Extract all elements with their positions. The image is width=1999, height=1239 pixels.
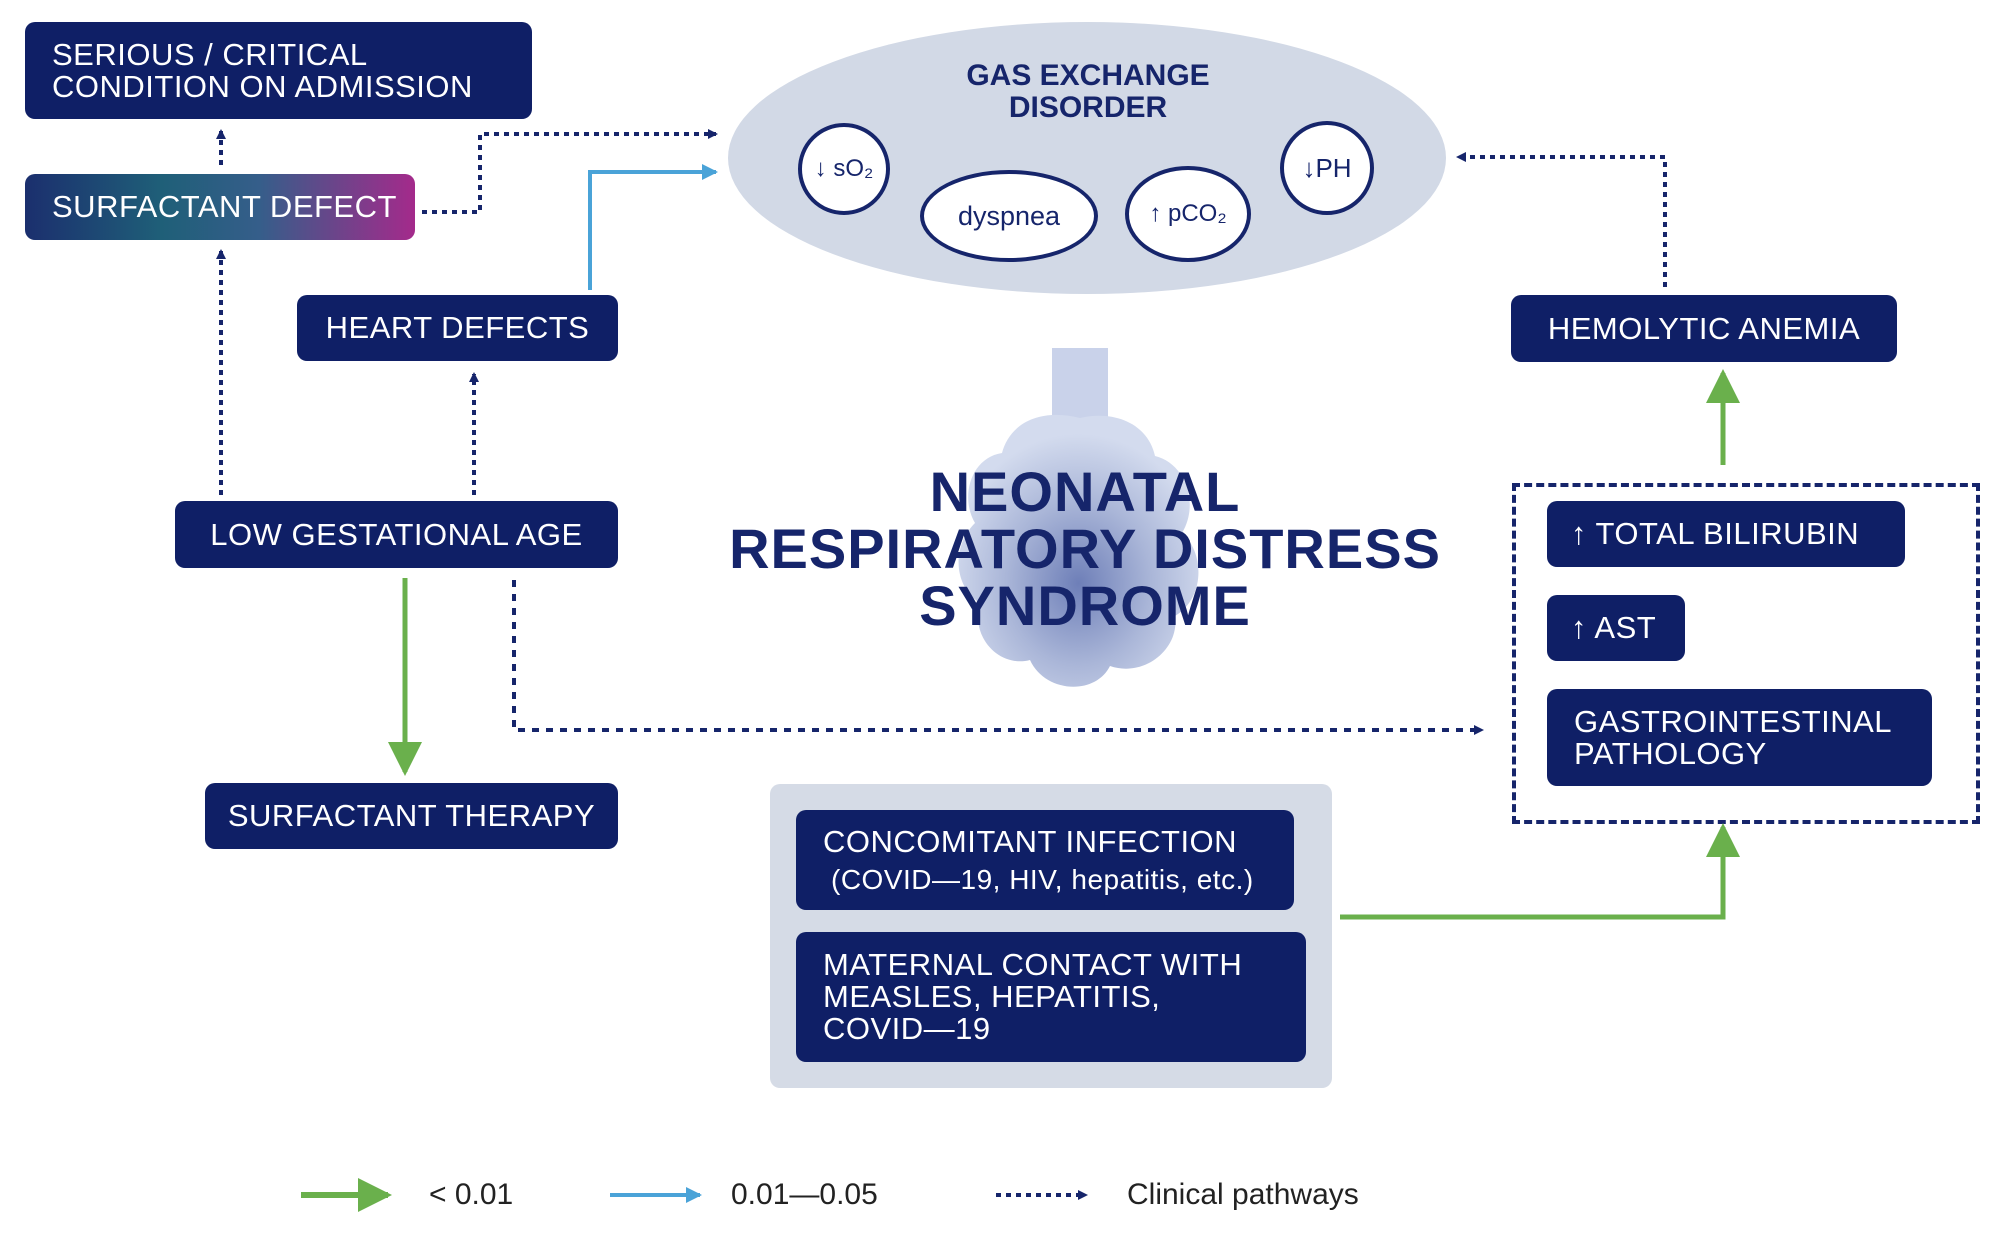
node-low-gestational-age: LOW GESTATIONAL AGE (175, 501, 618, 568)
so2-marker: ↓ sO₂ (798, 123, 890, 215)
ph-marker: ↓PH (1280, 121, 1374, 215)
legend-blue-label: 0.01—0.05 (731, 1178, 878, 1211)
node-gi-pathology-line-2: PATHOLOGY (1574, 735, 1767, 771)
node-serious-critical-line-2: CONDITION ON ADMISSION (52, 68, 473, 104)
gas-exchange-title: GAS EXCHANGE DISORDER (928, 60, 1248, 123)
dyspnea-label: dyspnea (957, 200, 1061, 231)
pco2-marker: ↑ pCO₂ (1125, 166, 1251, 262)
node-ast-label: ↑ AST (1571, 610, 1657, 646)
node-heart-defects: HEART DEFECTS (297, 295, 618, 361)
liver-markers-group (1512, 483, 1980, 824)
syndrome-title-line-2: RESPIRATORY DISTRESS (729, 517, 1441, 581)
pco2-label: ↑ pCO₂ (1149, 200, 1227, 227)
node-surfactant-defect: SURFACTANT DEFECT (25, 174, 415, 240)
arrow-lowage-to-liver (512, 580, 1484, 735)
syndrome-title-line-3: SYNDROME (919, 574, 1251, 638)
node-maternal-contact: MATERNAL CONTACT WITH MEASLES, HEPATITIS… (796, 932, 1306, 1062)
node-concomitant-infection: CONCOMITANT INFECTION (COVID—19, HIV, he… (796, 810, 1294, 910)
node-surfactant-therapy-label: SURFACTANT THERAPY (227, 798, 596, 834)
node-surfactant-therapy: SURFACTANT THERAPY (205, 783, 618, 849)
syndrome-title-line-1: NEONATAL (929, 460, 1241, 523)
dyspnea-marker: dyspnea (920, 170, 1098, 262)
arrow-infection-to-liver (1340, 823, 1740, 920)
node-concomitant-infection-line-2: (COVID—19, HIV, hepatitis, etc.) (831, 863, 1254, 895)
arrow-heart-to-gas (588, 164, 718, 290)
syndrome-title: NEONATAL RESPIRATORY DISTRESS SYNDROME (700, 463, 1470, 634)
node-hemolytic-anemia: HEMOLYTIC ANEMIA (1511, 295, 1897, 362)
lungs-icon (958, 348, 1199, 687)
node-concomitant-infection-line-1: CONCOMITANT INFECTION (823, 823, 1238, 859)
arrow-anemia-to-gas (1456, 152, 1667, 287)
arrow-surfactant-to-gas (422, 129, 718, 214)
node-serious-critical-line-1: SERIOUS / CRITICAL (52, 36, 368, 72)
node-gi-pathology: GASTROINTESTINAL PATHOLOGY (1547, 689, 1932, 786)
node-maternal-contact-line-2: MEASLES, HEPATITIS, (823, 979, 1161, 1015)
node-maternal-contact-line-1: MATERNAL CONTACT WITH (823, 947, 1243, 983)
node-ast: ↑ AST (1547, 595, 1685, 661)
gas-exchange-title-line-2: DISORDER (1008, 90, 1168, 124)
legend-dotted-label: Clinical pathways (1127, 1178, 1359, 1211)
gas-exchange-title-line-1: GAS EXCHANGE (966, 59, 1210, 92)
node-surfactant-defect-label: SURFACTANT DEFECT (52, 189, 397, 225)
node-maternal-contact-line-3: COVID—19 (823, 1010, 991, 1046)
node-low-gestational-age-label: LOW GESTATIONAL AGE (210, 516, 583, 552)
legend-green-label: < 0.01 (429, 1178, 514, 1211)
node-total-bilirubin: ↑ TOTAL BILIRUBIN (1547, 501, 1905, 567)
node-serious-critical: SERIOUS / CRITICAL CONDITION ON ADMISSIO… (25, 22, 532, 119)
node-total-bilirubin-label: ↑ TOTAL BILIRUBIN (1571, 516, 1860, 552)
node-heart-defects-label: HEART DEFECTS (325, 310, 590, 346)
node-gi-pathology-line-1: GASTROINTESTINAL (1574, 703, 1893, 739)
node-hemolytic-anemia-label: HEMOLYTIC ANEMIA (1547, 310, 1861, 346)
ph-label: ↓PH (1302, 152, 1352, 183)
so2-label: ↓ sO₂ (814, 155, 874, 182)
